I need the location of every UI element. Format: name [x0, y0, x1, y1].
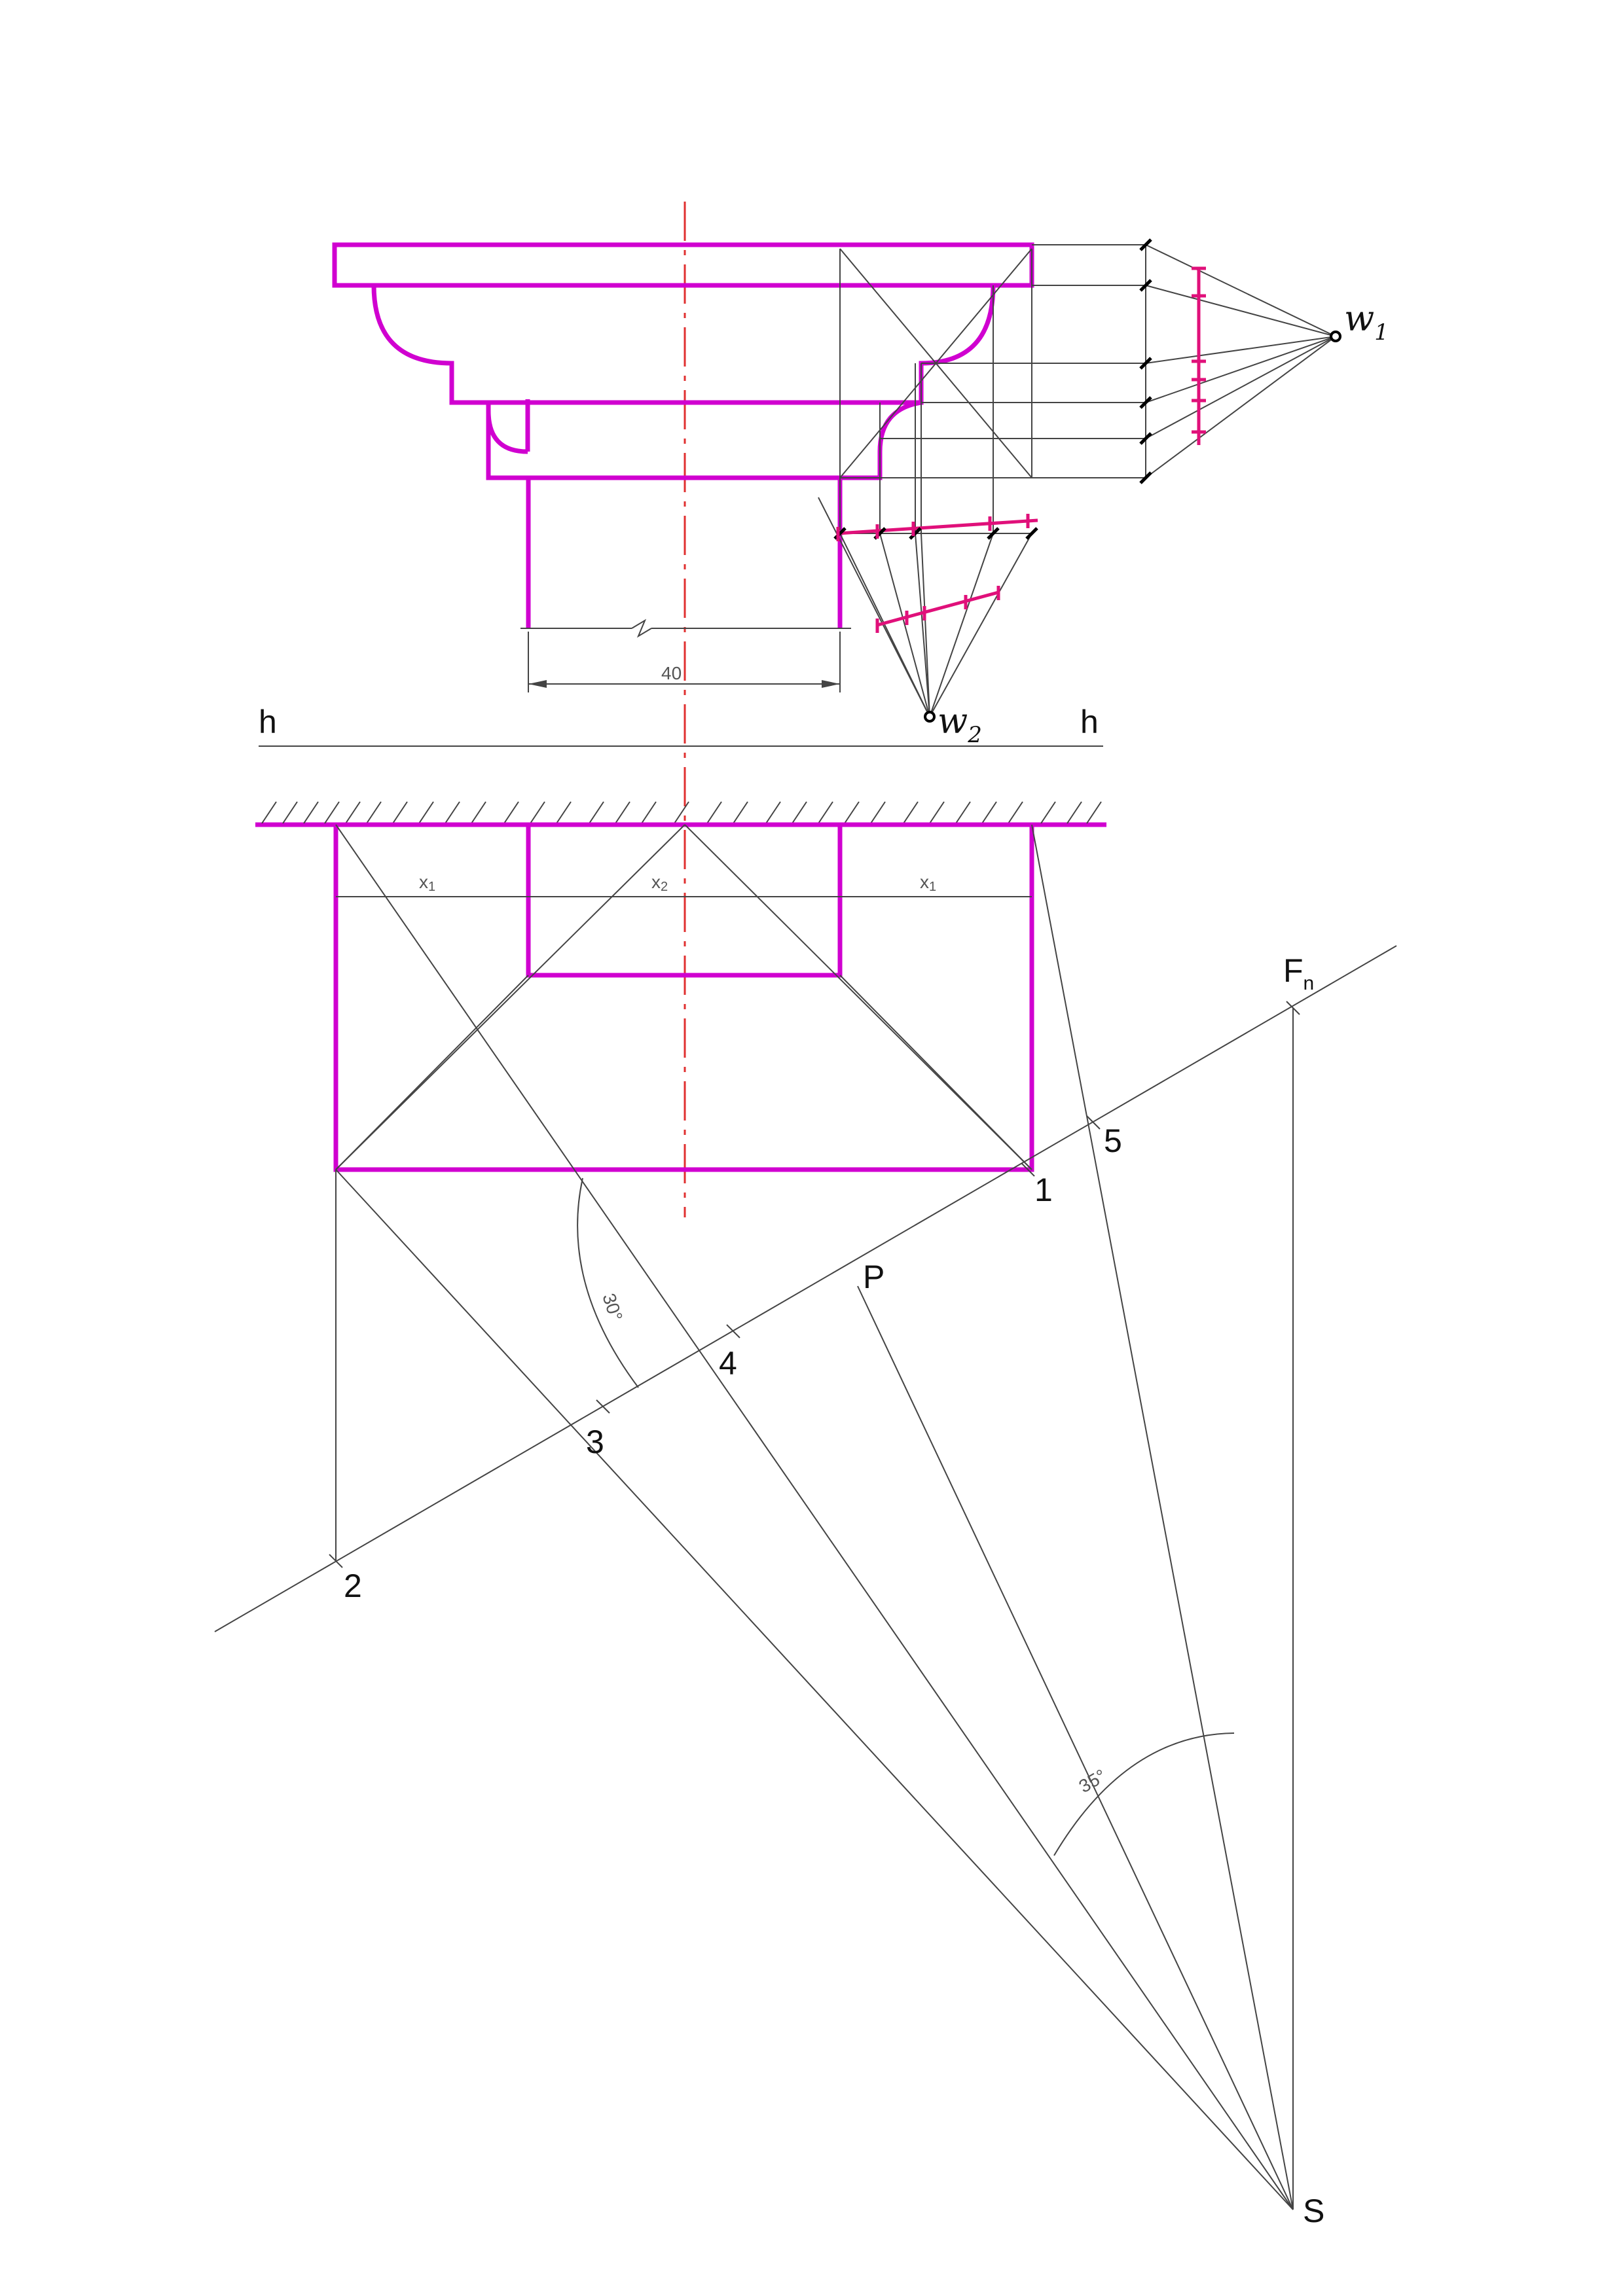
horizon-label-left: h — [259, 704, 277, 740]
point-2-label: 2 — [344, 1568, 362, 1604]
plan-outline — [333, 822, 1034, 1172]
x1-left-label: x1 — [419, 872, 435, 894]
point-p-label: P — [863, 1259, 884, 1295]
plan-construction — [335, 824, 1032, 1170]
lower-cove-left — [486, 410, 528, 454]
horizontal-scale — [837, 518, 1038, 535]
profile-construction — [818, 244, 1336, 717]
fn-label: Fn — [1283, 952, 1314, 994]
cove-molding — [371, 285, 996, 405]
point-s-label: S — [1303, 2193, 1324, 2229]
arc-35 — [1053, 1732, 1235, 1856]
dim-40-label: 40 — [661, 663, 682, 683]
angle-35-label: 35° — [1076, 1765, 1110, 1797]
w2-point — [924, 711, 936, 723]
x2-label: x2 — [651, 872, 668, 894]
dimension-40: 40 — [520, 619, 851, 692]
point-3-label: 3 — [586, 1424, 604, 1460]
w1-label: w1 — [1344, 298, 1389, 346]
abacus-plan — [333, 822, 1034, 1172]
picture-plane — [214, 945, 1397, 1632]
wall-hatching — [261, 801, 1102, 824]
plane-ticks — [329, 1001, 1300, 1568]
w2-label: w2 — [938, 700, 982, 748]
tick-marks — [833, 238, 1152, 540]
pink-ticks — [836, 266, 1206, 633]
abacus-slab — [332, 242, 1034, 288]
x1-right-label: x1 — [920, 872, 936, 894]
capital-profile — [332, 242, 1034, 628]
shaft-plan — [526, 825, 843, 978]
angle-30-label: 30° — [598, 1291, 627, 1323]
point-4-label: 4 — [719, 1345, 737, 1382]
division-scales — [837, 267, 1201, 627]
point-1-label: 1 — [1034, 1172, 1053, 1208]
perspective-construction — [214, 824, 1397, 2210]
inclined-scale — [877, 590, 999, 627]
lower-cove-right — [486, 400, 922, 480]
point-5-label: 5 — [1104, 1122, 1122, 1159]
arc-30 — [577, 1177, 639, 1388]
w1-point — [1330, 331, 1341, 342]
horizon-label-right: h — [1080, 704, 1099, 740]
